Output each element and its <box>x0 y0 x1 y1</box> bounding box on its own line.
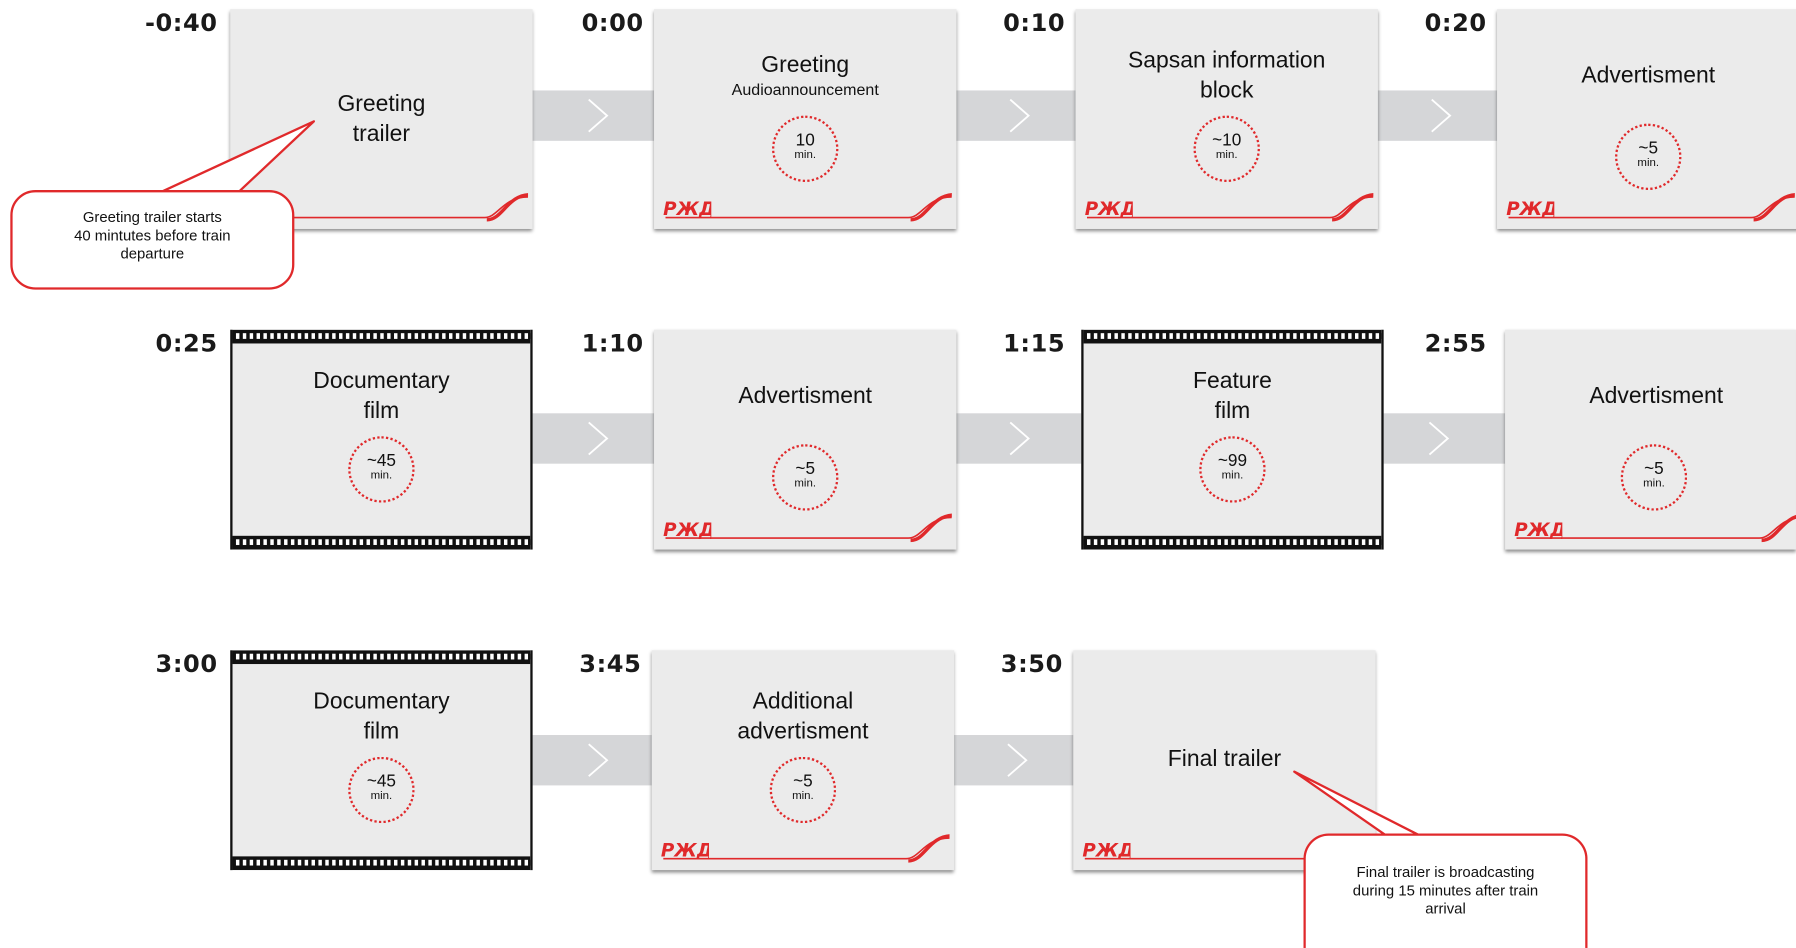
film-perforation <box>232 329 531 344</box>
step-subtitle: Audioannouncement <box>731 80 879 99</box>
time-label: 2:55 <box>1424 329 1487 358</box>
swoosh-graphic <box>1508 193 1795 222</box>
time-label: 0:00 <box>581 9 644 37</box>
connector <box>1376 90 1499 141</box>
time-label: 3:00 <box>155 650 218 678</box>
connector <box>955 413 1084 464</box>
swoosh-graphic <box>665 513 952 543</box>
swoosh-graphic <box>665 193 952 222</box>
rzd-logo-icon: РЖД <box>1514 520 1562 541</box>
film-perforation <box>232 856 531 871</box>
chevron-right-icon <box>588 98 609 133</box>
time-label: 0:25 <box>155 329 218 358</box>
svg-text:РЖД: РЖД <box>1082 840 1130 861</box>
step-title: Advertisment <box>1589 383 1724 409</box>
svg-text:РЖД: РЖД <box>1506 199 1554 220</box>
callout-end-note: Final trailer is broadcasting during 15 … <box>1303 833 1588 948</box>
connector <box>531 90 656 141</box>
time-label: 3:45 <box>579 650 642 678</box>
swoosh-graphic <box>1086 193 1374 222</box>
connector <box>531 413 656 464</box>
swoosh-graphic <box>663 834 950 863</box>
step-title: Advertisment <box>1581 62 1716 89</box>
chevron-right-icon <box>588 743 609 777</box>
callout-start-note: Greeting trailer starts 40 mintutes befo… <box>10 190 295 290</box>
step-title: Final trailer <box>1167 746 1282 772</box>
film-perforation <box>232 535 531 550</box>
chevron-right-icon <box>1009 421 1030 456</box>
chevron-right-icon <box>588 421 609 456</box>
film-perforation <box>232 650 531 665</box>
time-label: -0:40 <box>144 9 218 37</box>
connector <box>1381 413 1508 464</box>
step-title: Advertisment <box>738 383 873 409</box>
rzd-logo-icon: РЖД <box>663 520 711 541</box>
connector <box>952 735 1075 786</box>
rzd-logo-icon: РЖД <box>1506 199 1554 220</box>
chevron-right-icon <box>1431 98 1452 133</box>
time-label: 3:50 <box>1000 650 1063 678</box>
time-label: 1:10 <box>581 329 644 358</box>
rzd-logo-icon: РЖД <box>661 840 709 861</box>
rzd-logo-icon: РЖД <box>663 199 711 220</box>
time-label: 0:20 <box>1424 9 1487 37</box>
film-perforation <box>1083 535 1382 550</box>
swoosh-graphic <box>241 193 529 222</box>
svg-text:РЖД: РЖД <box>1514 520 1562 541</box>
svg-text:РЖД: РЖД <box>663 520 711 541</box>
rzd-logo-icon: РЖД <box>1085 199 1133 220</box>
rzd-logo-icon: РЖД <box>1082 840 1130 861</box>
connector <box>955 90 1077 141</box>
svg-text:РЖД: РЖД <box>661 840 709 861</box>
step-title: Greeting <box>761 52 850 78</box>
chevron-right-icon <box>1007 743 1028 777</box>
time-label: 1:15 <box>1003 329 1066 358</box>
chevron-right-icon <box>1428 421 1450 456</box>
chevron-right-icon <box>1009 98 1030 133</box>
svg-text:РЖД: РЖД <box>1085 199 1133 220</box>
time-label: 0:10 <box>1003 9 1066 37</box>
svg-text:РЖД: РЖД <box>663 199 711 220</box>
film-perforation <box>1083 329 1382 344</box>
connector <box>531 735 653 786</box>
step-card-final-trailer: Final trailer РЖД <box>1073 650 1376 871</box>
